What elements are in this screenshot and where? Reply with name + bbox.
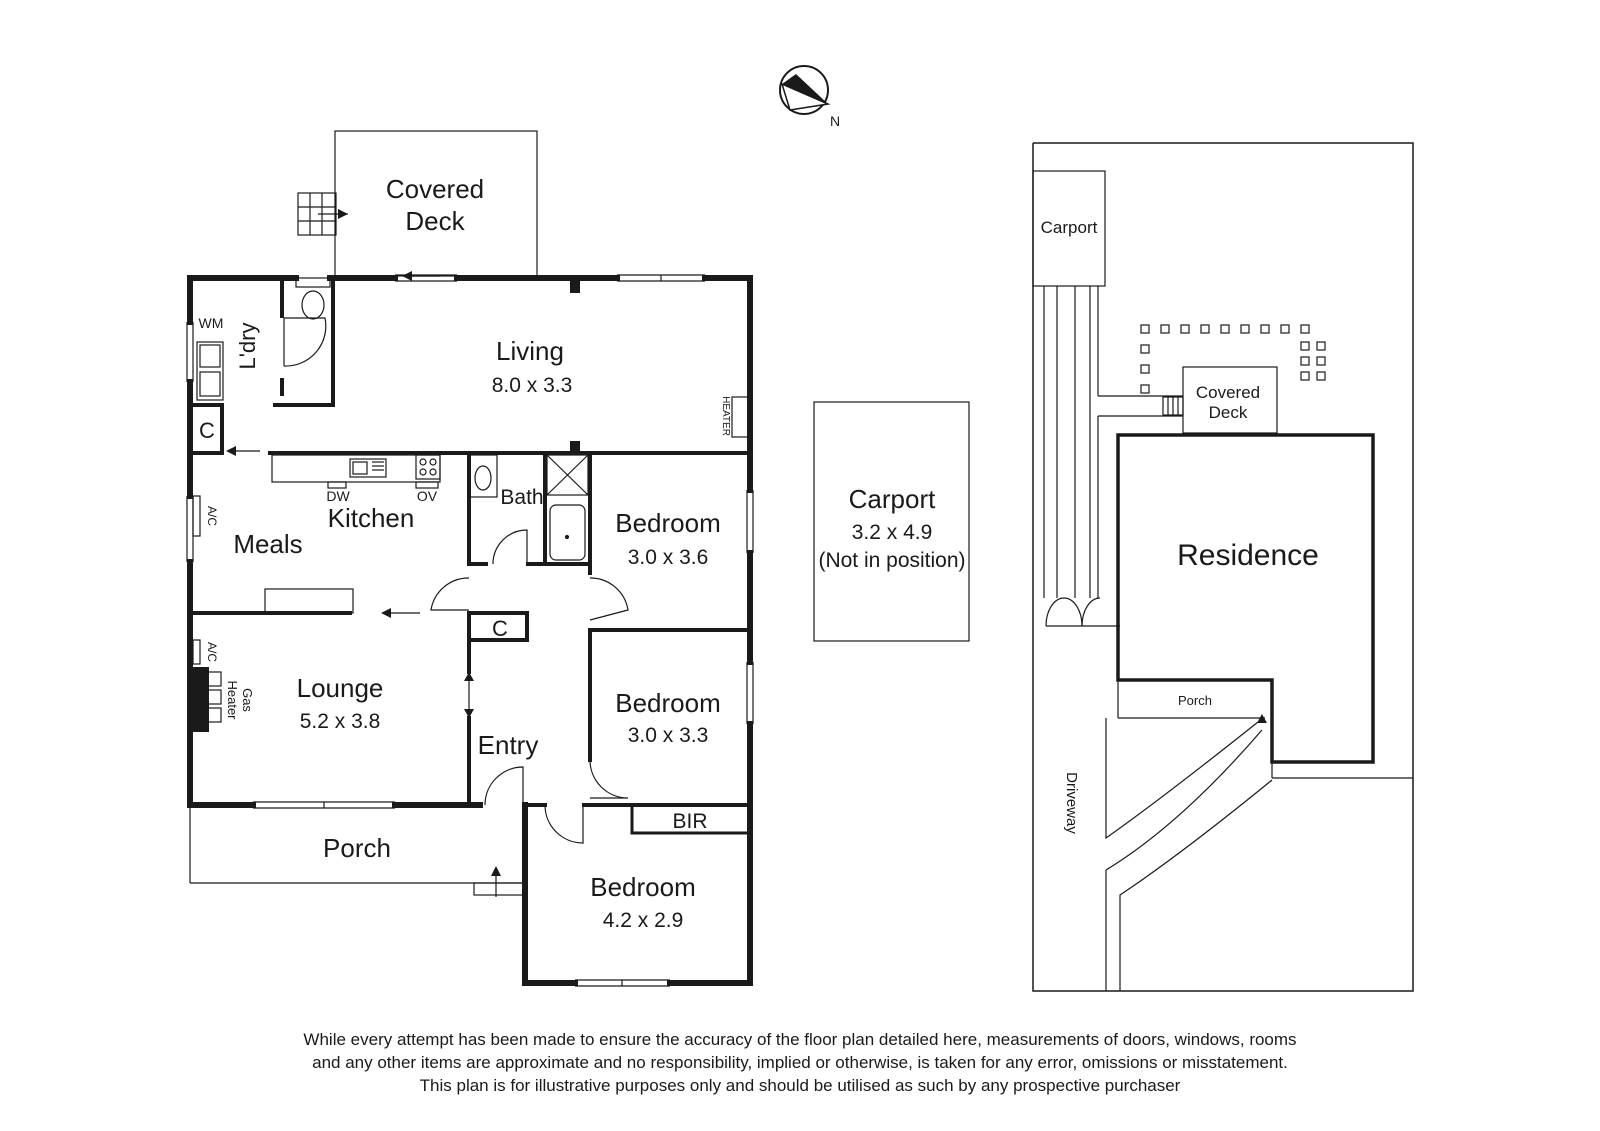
porch-label: Porch [323,833,391,863]
meals-label: Meals [233,529,302,559]
bir-label: BIR [672,810,707,833]
ac-label-meals: A/C [205,506,219,526]
bedroom2-size: 3.0 x 3.3 [628,724,709,747]
heater-label: HEATER [720,396,731,436]
gas-heater-label-2: Heater [225,680,240,720]
paver-grid [1140,324,1326,394]
laundry-label: L'dry [235,323,260,370]
carport-outline [813,401,970,642]
compass-north-label: N [830,113,840,129]
living-size: 8.0 x 3.3 [492,374,573,397]
kitchen-label: Kitchen [328,503,415,533]
site-covered-deck-label-1: Covered [1196,383,1260,402]
site-carport-label: Carport [1041,218,1098,237]
carport-size: 3.2 x 4.9 [852,521,933,544]
site-porch-label: Porch [1178,693,1212,708]
lounge-label: Lounge [297,673,384,703]
ac-label-lounge: A/C [205,642,219,662]
gas-heater-label-1: Gas [240,688,255,712]
cupboard-label-1: C [199,418,215,443]
living-label: Living [496,336,564,366]
wm-label: WM [199,315,224,331]
ov-label: OV [417,488,438,504]
carport-note: (Not in position) [818,549,965,572]
floor-plan-labels: Covered Deck Living 8.0 x 3.3 L'dry WM C… [199,174,731,932]
dw-label: DW [326,488,350,504]
site-covered-deck-label-2: Deck [1209,403,1248,422]
covered-deck-label-2: Deck [405,206,465,236]
disclaimer: While every attempt has been made to ens… [0,1028,1600,1097]
compass-icon [779,65,831,115]
bedroom3-label: Bedroom [590,872,696,902]
main-floor-plan [186,130,754,987]
bedroom1-size: 3.0 x 3.6 [628,546,709,569]
cupboard-label-2: C [492,616,508,641]
site-porch-arrow [1257,714,1267,723]
carport-labels: Carport 3.2 x 4.9 (Not in position) [818,484,965,572]
lounge-size: 5.2 x 3.8 [300,710,381,733]
disclaimer-line-1: While every attempt has been made to ens… [303,1030,1297,1049]
site-plan [1032,142,1414,992]
driveway-label: Driveway [1063,772,1080,834]
covered-deck-label-1: Covered [386,174,484,204]
site-plan-labels: Carport Covered Deck Residence Porch Dri… [1041,218,1319,834]
disclaimer-line-3: This plan is for illustrative purposes o… [419,1076,1181,1095]
bedroom1-label: Bedroom [615,508,721,538]
carport-label: Carport [849,484,936,514]
entry-label: Entry [478,730,539,760]
bedroom3-size: 4.2 x 2.9 [603,909,684,932]
bath-label: Bath [500,486,543,509]
disclaimer-line-2: and any other items are approximate and … [312,1053,1288,1072]
residence-label: Residence [1177,539,1319,572]
bedroom2-label: Bedroom [615,688,721,718]
